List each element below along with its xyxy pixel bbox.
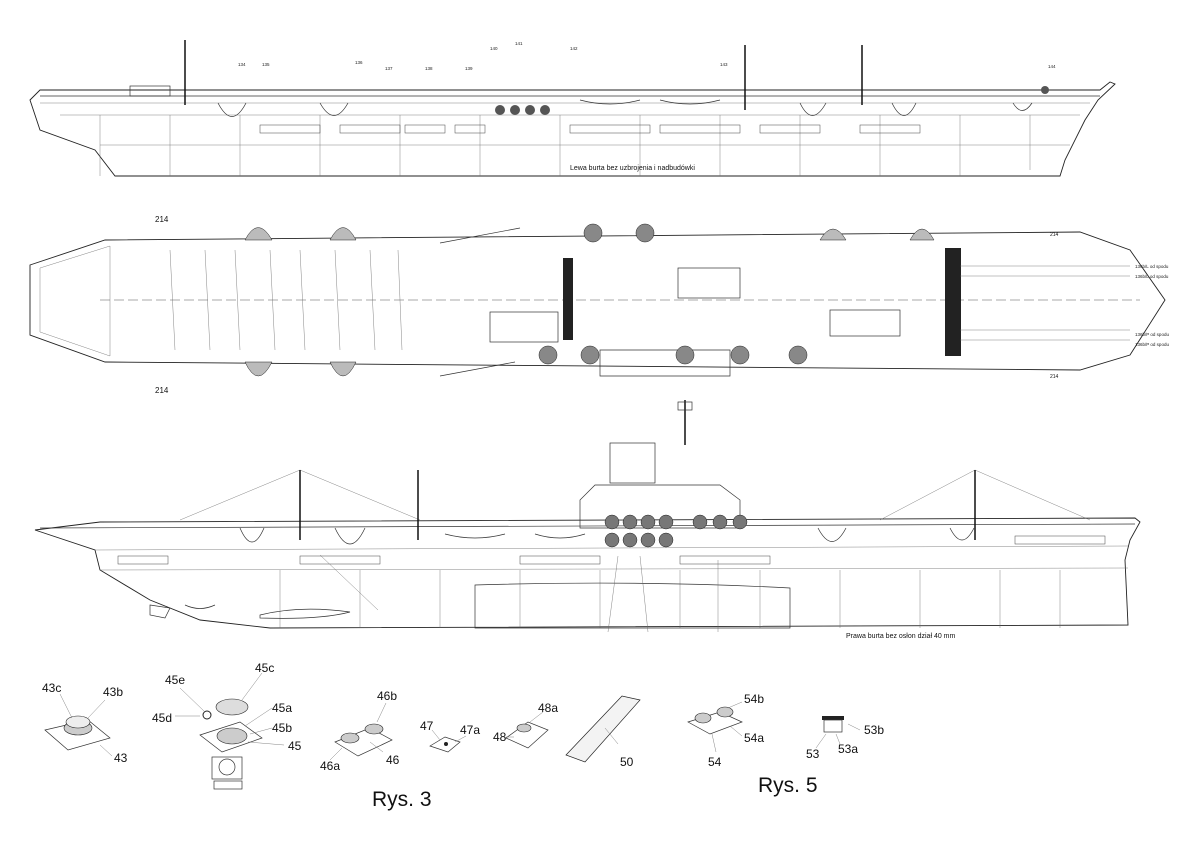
port-gun-mounts [495, 86, 1049, 115]
port-stern-structure [129, 85, 171, 97]
port-callout-number: 136 [355, 60, 363, 65]
stern-underwater-gear [149, 604, 351, 619]
crash-barrier-fwd [945, 248, 961, 356]
top-plan-view: 136b/L od spodu 136b/L od spodu 136b/P o… [29, 215, 1169, 395]
starboard-gallery-line [94, 545, 1129, 551]
svg-text:54a: 54a [744, 731, 764, 745]
svg-text:53a: 53a [838, 742, 858, 756]
starboard-caption: Prawa burta bez osłon dział 40 mm [846, 633, 955, 640]
starboard-flight-deck-line [39, 523, 1136, 529]
part-number-labels: 43c 43b 43 45e 45c 45d 45a 45b 45 46b 46… [42, 661, 884, 773]
svg-text:54b: 54b [744, 692, 764, 706]
starboard-leader-lines [319, 554, 719, 633]
starboard-frame-lines [279, 570, 1061, 628]
port-callout-number: 140 [490, 46, 498, 51]
bow-catapults [960, 265, 1130, 341]
rigging-lines [179, 469, 1091, 521]
svg-text:45a: 45a [272, 701, 292, 715]
port-side-view: 134 135 136 137 138 139 140 141 142 143 144 Lew… [29, 40, 1116, 177]
forward-lift [677, 267, 741, 299]
svg-text:46: 46 [386, 753, 400, 767]
port-callout-number: 138 [425, 66, 433, 71]
svg-text:54: 54 [708, 755, 722, 769]
arrester-wires [169, 249, 403, 351]
svg-text:48: 48 [493, 730, 507, 744]
port-callout-number: 144 [1048, 64, 1056, 69]
bow-notes: 136b/L od spodu 136b/L od spodu 136b/P o… [1135, 264, 1169, 347]
figure-3-label: Rys. 3 [372, 788, 432, 811]
port-callout-number: 139 [465, 66, 473, 71]
aft-lift [489, 311, 559, 343]
bilge-keel [474, 582, 791, 629]
svg-text:136b/L od spodu: 136b/L od spodu [1135, 264, 1169, 269]
port-callout-number: 134 [238, 62, 246, 67]
svg-text:214: 214 [1050, 232, 1059, 238]
svg-text:48a: 48a [538, 701, 558, 715]
port-sponsons [217, 102, 1033, 117]
port-callouts: 134 135 136 137 138 139 140 141 142 143 144 [238, 41, 1056, 71]
svg-text:214: 214 [155, 386, 169, 395]
starboard-windows [117, 535, 1106, 565]
svg-text:214: 214 [155, 215, 169, 224]
svg-text:46a: 46a [320, 759, 340, 773]
port-callout-number: 142 [570, 46, 578, 51]
crane-port [439, 361, 516, 377]
starboard-hangar-line [99, 567, 1129, 571]
starboard-masts [299, 470, 976, 540]
crane-starboard [439, 227, 521, 244]
port-callout-number: 137 [385, 66, 393, 71]
svg-text:45c: 45c [255, 661, 274, 675]
detail-part-53 [815, 716, 861, 749]
port-caption: Lewa burta bez uzbrojenia i nadbudówki [570, 165, 695, 172]
svg-text:45: 45 [288, 739, 302, 753]
svg-text:45d: 45d [152, 711, 172, 725]
port-boats [579, 99, 721, 105]
svg-text:45e: 45e [165, 673, 185, 687]
plan-stern-walkway [39, 245, 111, 357]
svg-text:43c: 43c [42, 681, 61, 695]
island-superstructure [579, 400, 741, 529]
port-callout-number: 141 [515, 41, 523, 46]
detail-part-43 [44, 693, 113, 757]
svg-text:43b: 43b [103, 685, 123, 699]
plan-214-labels: 214 214 214 214 [155, 215, 1059, 395]
svg-text:50: 50 [620, 755, 634, 769]
svg-text:53: 53 [806, 747, 820, 761]
svg-text:136b/P od spodu: 136b/P od spodu [1135, 332, 1169, 337]
detail-part-50 [565, 695, 641, 763]
detail-part-46 [329, 702, 393, 761]
crash-barrier-aft [563, 258, 573, 340]
plan-outline [29, 231, 1166, 371]
mid-lift [829, 309, 901, 337]
port-callout-number: 143 [720, 62, 728, 67]
starboard-boats [444, 533, 586, 539]
svg-text:136b/L od spodu: 136b/L od spodu [1135, 274, 1169, 279]
port-masts [184, 40, 863, 110]
port-callout-number: 135 [262, 62, 270, 67]
figure-5-label: Rys. 5 [758, 774, 818, 797]
starboard-side-view: Prawa burta bez osłon dział 40 mm [34, 400, 1141, 640]
svg-text:47a: 47a [460, 723, 480, 737]
detail-part-45 [175, 672, 285, 790]
plan-gun-turrets [538, 223, 808, 365]
starboard-sponsons [239, 527, 975, 545]
svg-text:43: 43 [114, 751, 128, 765]
svg-text:46b: 46b [377, 689, 397, 703]
svg-text:136b/P od spodu: 136b/P od spodu [1135, 342, 1169, 347]
port-hull [29, 81, 1116, 177]
port-portholes [259, 124, 921, 134]
detail-part-48 [505, 711, 549, 749]
svg-text:214: 214 [1050, 374, 1059, 380]
detail-part-54 [687, 701, 743, 753]
svg-text:47: 47 [420, 719, 434, 733]
starboard-gun-turrets [604, 514, 748, 548]
detail-part-47 [429, 729, 467, 753]
plan-sponsons [244, 227, 935, 377]
svg-text:53b: 53b [864, 723, 884, 737]
svg-text:45b: 45b [272, 721, 292, 735]
